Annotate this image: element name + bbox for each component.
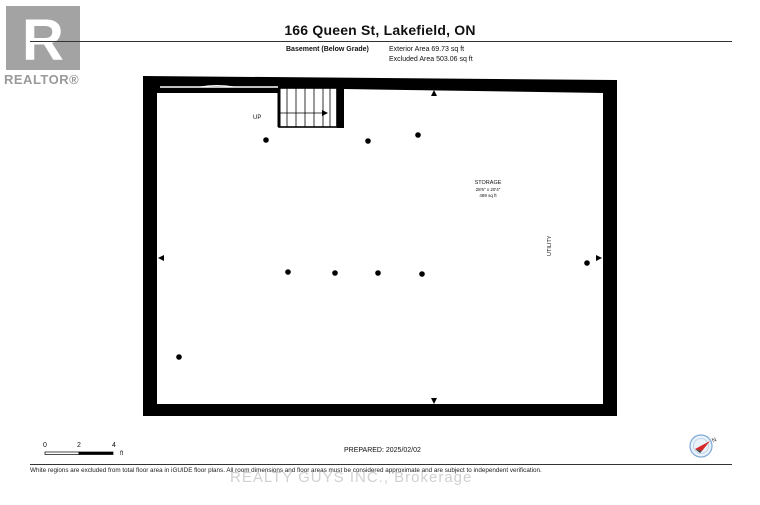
disclaimer: White regions are excluded from total fl… bbox=[30, 467, 542, 474]
scale-tick-4: 4 bbox=[112, 442, 116, 449]
door-arc bbox=[199, 85, 235, 88]
post bbox=[584, 260, 590, 266]
excluded-area: Excluded Area 503.06 sq ft bbox=[389, 56, 473, 63]
stairs bbox=[277, 87, 338, 128]
dimension-markers bbox=[158, 90, 602, 404]
arrow-down-icon bbox=[431, 398, 437, 404]
scale-tick-2: 2 bbox=[77, 442, 81, 449]
post bbox=[375, 270, 381, 276]
compass-icon: N bbox=[689, 434, 718, 458]
scale-unit: ft bbox=[120, 451, 124, 457]
title-divider bbox=[30, 41, 732, 42]
arrow-right-icon bbox=[596, 255, 602, 261]
arrow-up-icon bbox=[431, 90, 437, 96]
room-dimensions: 28'6" x 20'4" bbox=[476, 187, 501, 192]
realtor-logo: R bbox=[6, 6, 80, 73]
post bbox=[176, 354, 182, 360]
post bbox=[285, 269, 291, 275]
post bbox=[419, 271, 425, 277]
stairs-label: UP bbox=[253, 115, 261, 121]
exterior-area: Exterior Area 69.73 sq ft bbox=[389, 46, 465, 53]
utility-label: UTILITY bbox=[547, 235, 553, 256]
floor-name: Basement (Below Grade) bbox=[286, 46, 369, 53]
room-name: STORAGE bbox=[475, 180, 502, 186]
arrow-left-icon bbox=[158, 255, 164, 261]
page-title: 166 Queen St, Lakefield, ON bbox=[284, 22, 476, 38]
post bbox=[415, 132, 421, 138]
post bbox=[365, 138, 371, 144]
scale-tick-0: 0 bbox=[43, 442, 47, 449]
realtor-wordmark: REALTOR® bbox=[4, 72, 80, 87]
support-posts bbox=[176, 132, 590, 360]
room-area: 489 sq ft bbox=[479, 193, 497, 198]
footer-divider bbox=[30, 464, 732, 465]
svg-text:R: R bbox=[22, 8, 64, 73]
post bbox=[263, 137, 269, 143]
post bbox=[332, 270, 338, 276]
realtor-r-icon bbox=[6, 6, 80, 70]
prepared-date: PREPARED: 2025/02/02 bbox=[344, 447, 421, 454]
svg-text:N: N bbox=[711, 437, 717, 444]
brokerage-watermark: REALTY GUYS INC., Brokerage bbox=[230, 469, 473, 486]
